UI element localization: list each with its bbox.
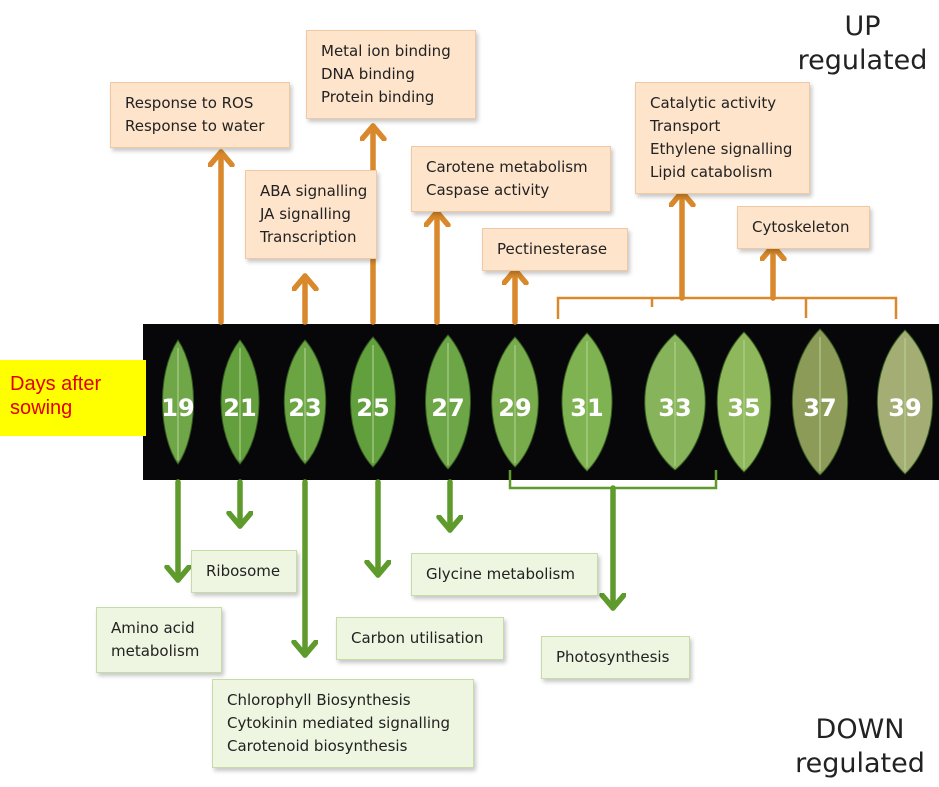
down-box-chlorophyll-cytokinin: Chlorophyll Biosynthesis Cytokinin media…: [212, 679, 474, 768]
up-heading-line2: regulated: [797, 45, 928, 76]
days-label-line1: Days after: [10, 373, 102, 395]
up-box-line: JA signalling: [260, 205, 351, 223]
day-number-31: 31: [570, 394, 603, 422]
up-box-line: DNA binding: [321, 65, 415, 83]
day-number-23: 23: [288, 394, 321, 422]
up-box-line: Protein binding: [321, 88, 435, 106]
down-box-line: metabolism: [111, 642, 200, 660]
day-number-19: 19: [161, 394, 194, 422]
up-box-line: Ethylene signalling: [650, 140, 793, 158]
down-box-line: Photosynthesis: [556, 648, 670, 666]
up-box-line: Caspase activity: [426, 181, 550, 199]
up-box-ros-water: Response to ROS Response to water: [110, 82, 290, 148]
day-number-21: 21: [223, 394, 256, 422]
up-box-carotene-caspase: Carotene metabolism Caspase activity: [411, 146, 611, 212]
bracket-days-35-39: [650, 298, 808, 318]
down-box-line: Amino acid: [111, 619, 195, 637]
down-box-line: Chlorophyll Biosynthesis: [227, 691, 411, 709]
down-box-glycine: Glycine metabolism: [411, 553, 598, 596]
bracket-days-31-39: [556, 296, 898, 319]
down-box-line: Carotenoid biosynthesis: [227, 737, 408, 755]
day-number-35: 35: [727, 394, 760, 422]
down-box-ribosome: Ribosome: [191, 550, 297, 593]
day-number-29: 29: [498, 394, 531, 422]
down-box-line: Ribosome: [206, 562, 281, 580]
down-box-line: Cytokinin mediated signalling: [227, 714, 451, 732]
up-box-line: Metal ion binding: [321, 42, 451, 60]
up-box-line: Transcription: [260, 228, 357, 246]
down-box-amino-acid: Amino acid metabolism: [96, 607, 222, 673]
up-box-line: Pectinesterase: [497, 240, 608, 258]
day-number-39: 39: [888, 394, 921, 422]
up-box-line: Cytoskeleton: [752, 218, 850, 236]
days-label-line2: sowing: [10, 397, 73, 419]
up-box-line: Response to ROS: [125, 94, 254, 112]
day-number-33: 33: [658, 394, 691, 422]
up-regulated-heading: UP regulated: [790, 10, 935, 78]
day-number-37: 37: [803, 394, 836, 422]
up-box-line: Catalytic activity: [650, 94, 777, 112]
up-box-cytoskeleton: Cytoskeleton: [737, 206, 870, 249]
day-number-25: 25: [356, 394, 389, 422]
up-box-line: Lipid catabolism: [650, 163, 773, 181]
up-box-signalling: ABA signalling JA signalling Transcripti…: [245, 170, 377, 259]
down-box-carbon-utilisation: Carbon utilisation: [336, 617, 504, 660]
down-regulated-heading: DOWN regulated: [785, 713, 935, 781]
down-box-photosynthesis: Photosynthesis: [541, 636, 690, 679]
down-heading-line2: regulated: [795, 748, 925, 779]
down-box-line: Carbon utilisation: [351, 629, 484, 647]
up-box-pectinesterase: Pectinesterase: [482, 228, 628, 271]
up-box-catalytic-transport: Catalytic activity Transport Ethylene si…: [635, 82, 810, 194]
up-box-line: Response to water: [125, 117, 265, 135]
bracket-days-29-35: [508, 470, 718, 490]
up-box-binding: Metal ion binding DNA binding Protein bi…: [306, 30, 476, 119]
up-box-line: Carotene metabolism: [426, 158, 588, 176]
down-box-line: Glycine metabolism: [426, 565, 575, 583]
up-box-line: ABA signalling: [260, 182, 368, 200]
up-box-line: Transport: [650, 117, 721, 135]
days-after-sowing-label: Days after sowing: [0, 360, 146, 436]
down-heading-line1: DOWN: [815, 714, 905, 745]
up-heading-line1: UP: [844, 11, 881, 42]
day-number-27: 27: [431, 394, 464, 422]
